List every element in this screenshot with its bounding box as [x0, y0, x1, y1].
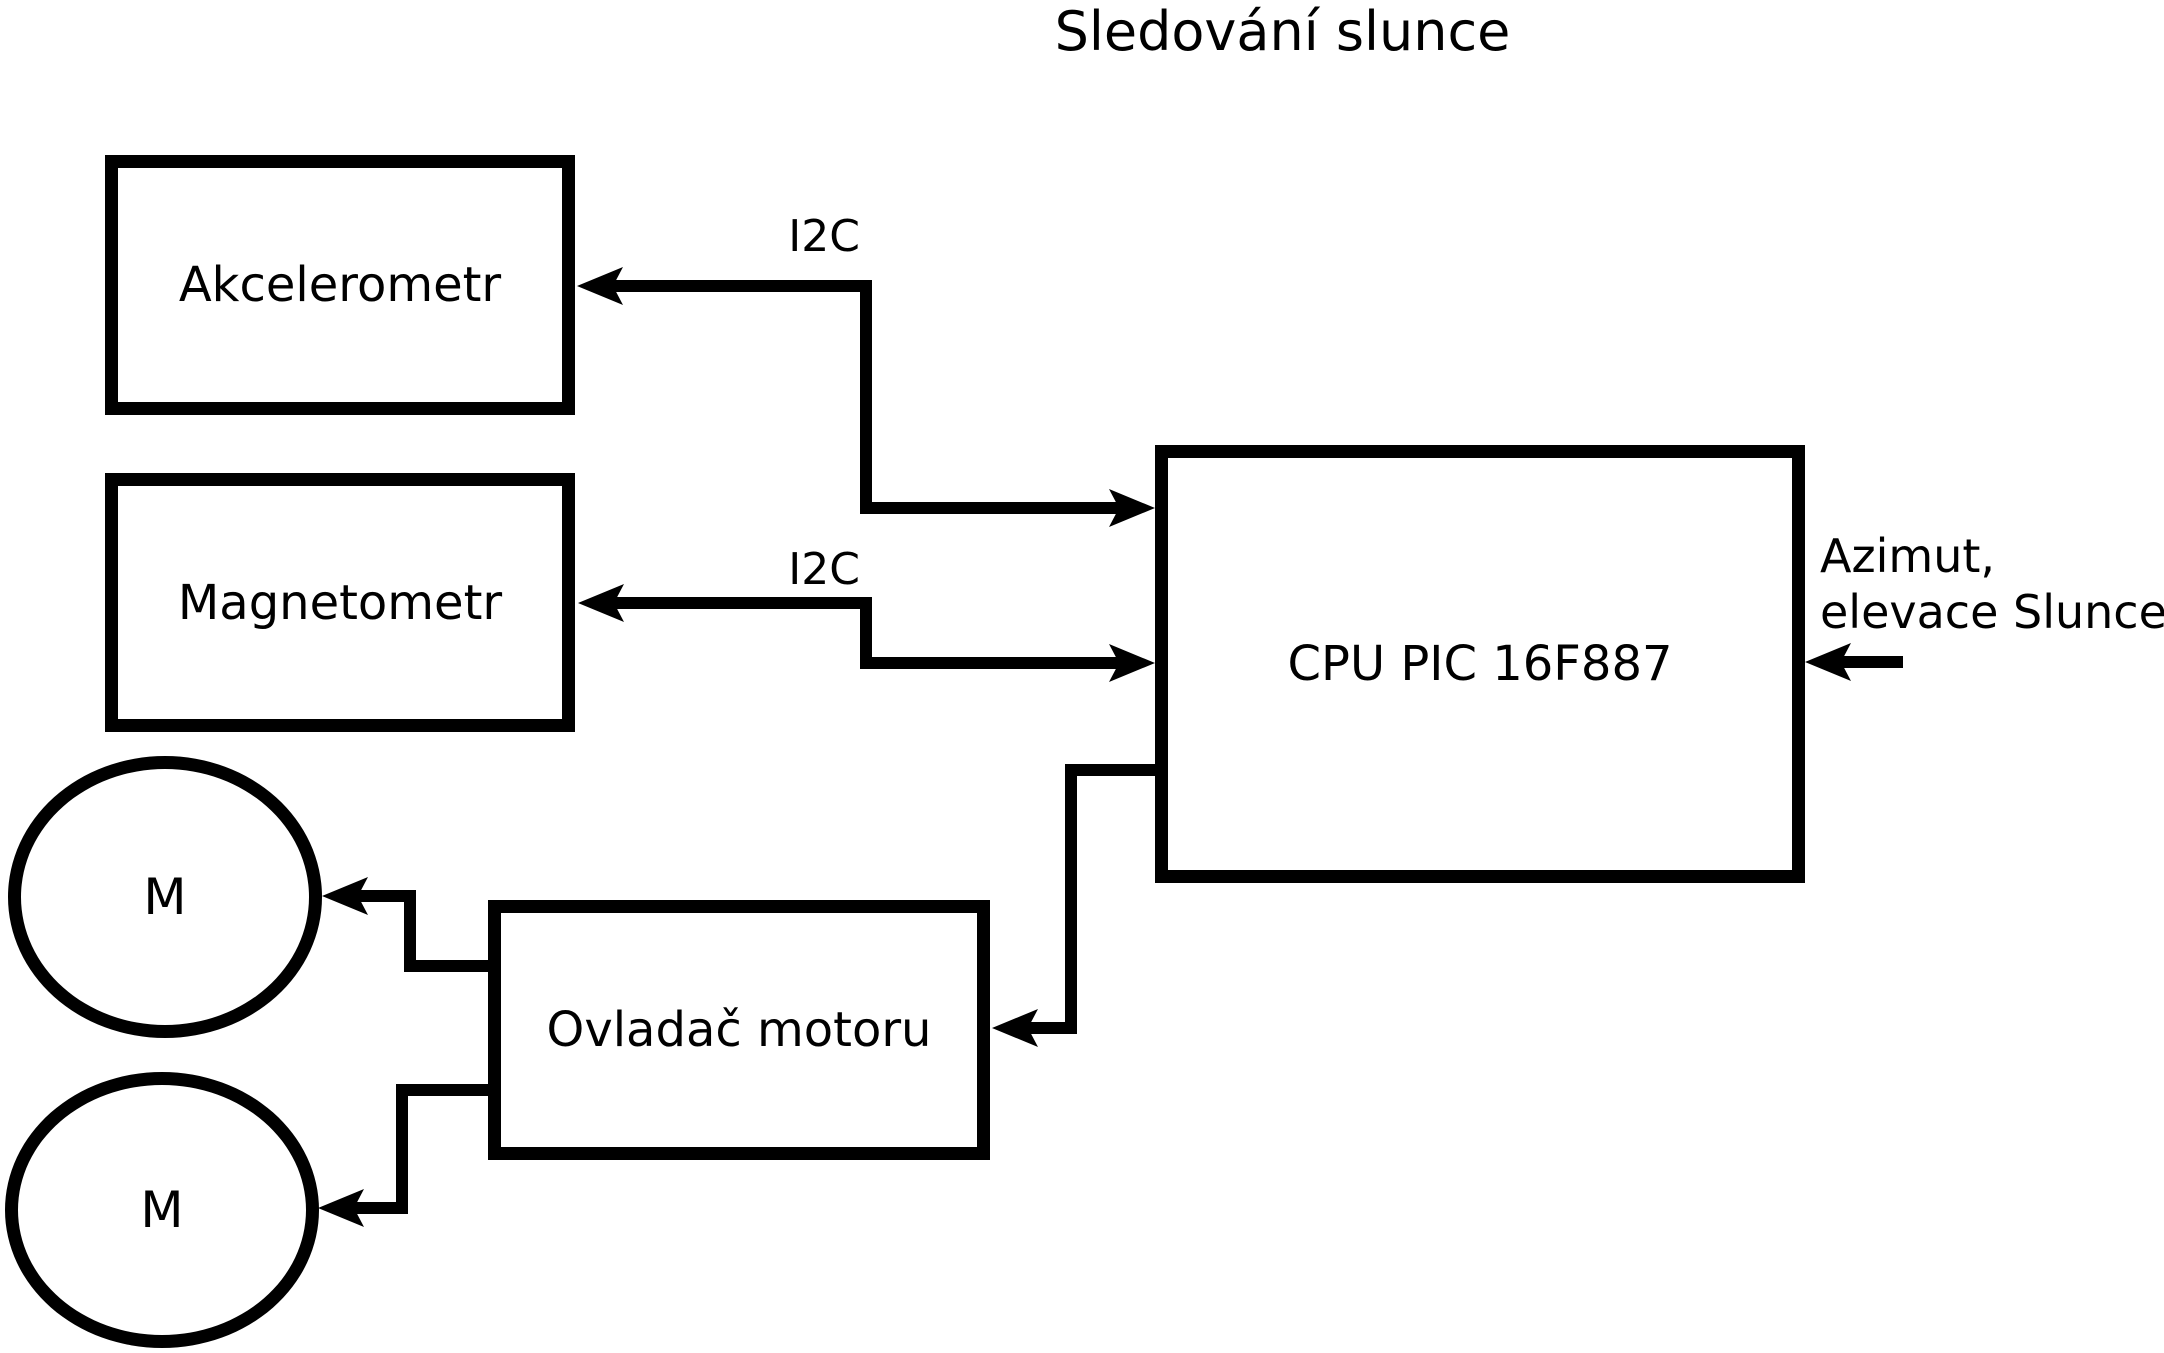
arrowhead-into-motor1: [322, 877, 368, 915]
diagram-title: Sledování slunce: [1054, 0, 1511, 63]
connector-driver-motor1: [322, 877, 498, 972]
arrowhead-into-motor-driver: [992, 1009, 1038, 1047]
magnetometer-label: Magnetometr: [177, 574, 503, 631]
connector-cpu-motor-driver: [992, 764, 1160, 1047]
accelerometer-box: Akcelerometr: [105, 155, 575, 415]
i2c-label-magnetometer: I2C: [788, 544, 860, 595]
connector-cpu-accelerometer-line: [600, 280, 1130, 514]
i2c-label-accelerometer: I2C: [788, 211, 860, 262]
azimut-elevation-label: Azimut, elevace Slunce: [1820, 528, 2164, 640]
motor-driver-box: Ovladač motoru: [488, 900, 990, 1160]
motor1-circle: M: [8, 756, 322, 1038]
cpu-box: CPU PIC 16F887: [1155, 445, 1805, 883]
magnetometer-box: Magnetometr: [105, 473, 575, 732]
motor1-label: M: [143, 868, 187, 926]
motor-driver-label: Ovladač motoru: [546, 1002, 932, 1058]
arrowhead-into-accelerometer: [577, 267, 623, 305]
azimut-label-line2: elevace Slunce: [1820, 585, 2164, 639]
connector-driver-motor1-line: [345, 890, 498, 972]
arrowhead-into-cpu-from-accelerometer: [1109, 489, 1155, 527]
motor2-label: M: [140, 1181, 184, 1239]
connector-cpu-magnetometer: [578, 584, 1155, 682]
azimut-label-line1: Azimut,: [1820, 529, 1996, 583]
connector-driver-motor2: [318, 1084, 498, 1227]
arrowhead-into-magnetometer: [578, 584, 624, 622]
arrowhead-into-cpu-from-magnetometer: [1109, 644, 1155, 682]
connector-driver-motor2-line: [340, 1084, 498, 1214]
accelerometer-label: Akcelerometr: [178, 257, 502, 313]
connector-cpu-magnetometer-line: [600, 597, 1130, 669]
arrowhead-into-motor2: [318, 1189, 364, 1227]
connector-azimut-cpu: [1805, 643, 1903, 681]
connector-cpu-accelerometer: [577, 267, 1155, 527]
motor2-circle: M: [5, 1072, 319, 1348]
cpu-label: CPU PIC 16F887: [1287, 636, 1673, 692]
connector-cpu-motor-driver-line: [1015, 764, 1160, 1034]
arrowhead-into-cpu-from-azimut: [1805, 643, 1851, 681]
